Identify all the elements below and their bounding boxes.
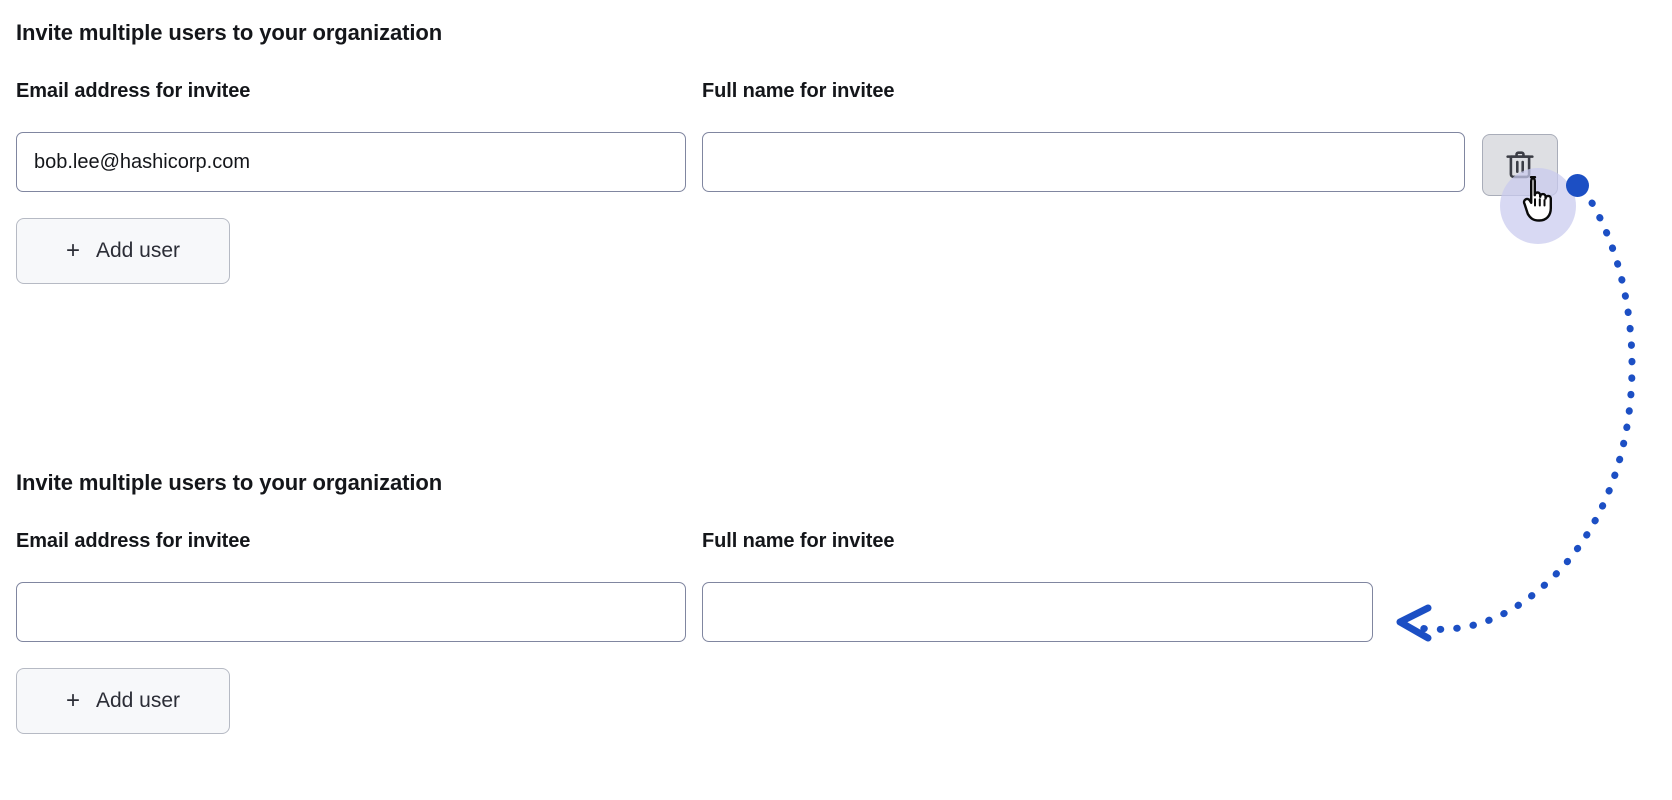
full-name-input[interactable]: [702, 582, 1373, 642]
page-title: Invite multiple users to your organizati…: [16, 470, 443, 495]
email-field-label: Email address for invitee: [16, 530, 251, 552]
delete-user-row-button[interactable]: [1482, 134, 1558, 196]
full-name-field-label: Full name for invitee: [702, 530, 895, 552]
plus-icon: +: [65, 687, 80, 714]
add-user-button-label: Add user: [95, 239, 181, 262]
email-input[interactable]: [16, 132, 686, 192]
add-user-button[interactable]: + Add user: [16, 218, 230, 284]
email-field-label: Email address for invitee: [16, 80, 251, 102]
email-input[interactable]: [16, 582, 686, 642]
trash-icon: [1505, 149, 1535, 181]
add-user-button-label: Add user: [95, 689, 181, 712]
page-title: Invite multiple users to your organizati…: [16, 20, 443, 45]
full-name-input[interactable]: [702, 132, 1465, 192]
plus-icon: +: [65, 237, 80, 264]
click-anchor-dot: [1566, 174, 1589, 197]
full-name-field-label: Full name for invitee: [702, 80, 895, 102]
add-user-button[interactable]: + Add user: [16, 668, 230, 734]
